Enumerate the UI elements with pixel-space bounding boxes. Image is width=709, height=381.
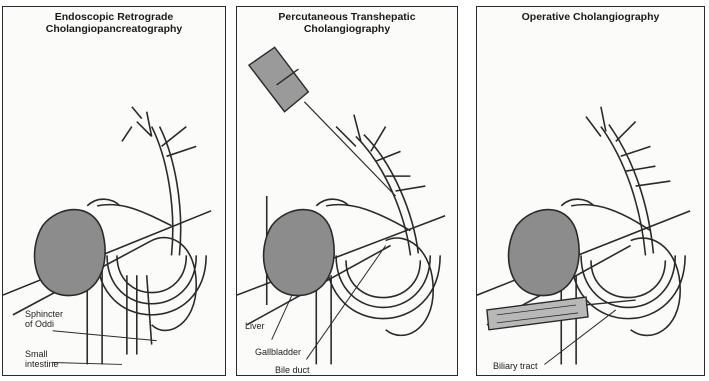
label-small-intestine: Small intestine [25,349,59,369]
panel-ptc: Percutaneous Transhepatic Cholangiograph… [236,6,458,376]
operative-illustration [477,7,704,375]
label-bile-duct: Bile duct [275,365,310,375]
label-liver: Liver [245,321,265,331]
panel-operative: Operative Cholangiography [476,6,705,376]
label-sphincter: Sphincter of Oddi [25,309,63,329]
label-gallbladder: Gallbladder [255,347,301,357]
panel-ercp: Endoscopic Retrograde Cholangiopancreato… [2,6,226,376]
gallbladder-shape [35,210,106,296]
syringe-barrel [249,47,308,111]
needle [304,102,395,196]
gallbladder-shape [509,210,580,296]
ptc-illustration [237,7,457,375]
label-biliary-tract: Biliary tract [493,361,538,371]
gallbladder-shape [264,210,335,296]
